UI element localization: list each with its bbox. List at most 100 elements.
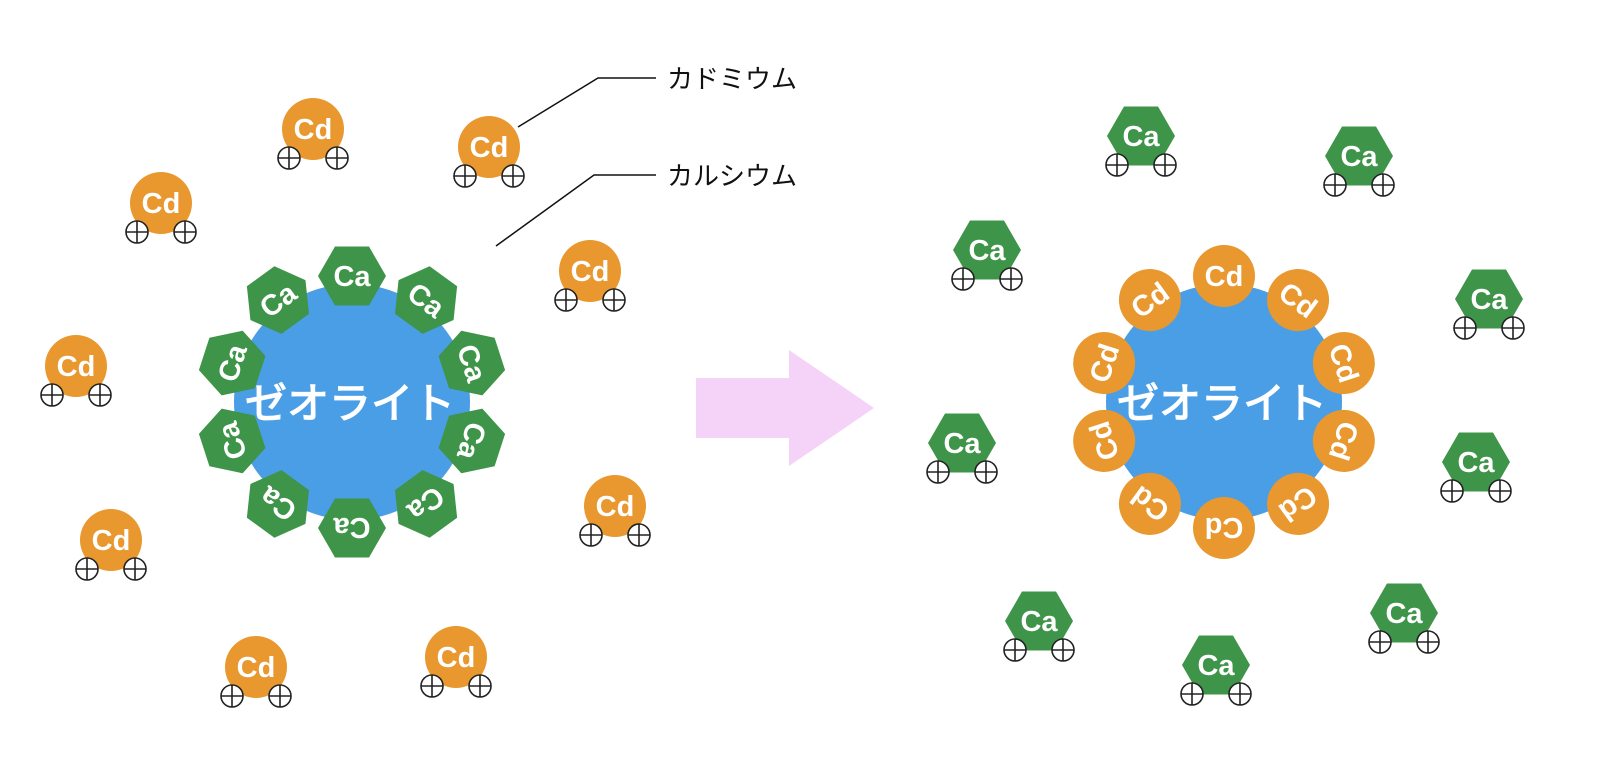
ca-symbol: Ca bbox=[1122, 121, 1160, 153]
cadmium-ion: Cd bbox=[559, 240, 621, 302]
free-calcium-ion: Ca bbox=[951, 220, 1023, 291]
bound-cadmium-ion: Cd bbox=[1312, 332, 1375, 395]
positive-charge-icon bbox=[173, 220, 197, 244]
calcium-ion: Ca bbox=[1455, 269, 1523, 329]
calcium-ion-hexagon bbox=[928, 413, 996, 473]
free-cadmium-ion: Cd bbox=[40, 335, 112, 407]
positive-charge-icon bbox=[125, 220, 149, 244]
cadmium-ion-disc bbox=[1118, 269, 1181, 332]
free-cadmium-ion: Cd bbox=[125, 172, 197, 244]
free-cadmium-ion: Cd bbox=[420, 626, 492, 698]
cadmium-ion-disc bbox=[130, 172, 192, 234]
callouts: カドミウム カルシウム bbox=[495, 65, 797, 247]
ca-symbol: Ca bbox=[1470, 284, 1508, 316]
calcium-ion-hexagon bbox=[246, 470, 309, 538]
positive-charge-icon bbox=[1323, 173, 1347, 197]
calcium-ion: Ca bbox=[928, 413, 996, 473]
cd-symbol: Cd bbox=[92, 525, 131, 557]
free-cadmium-ion: Cd bbox=[579, 475, 651, 547]
positive-charge-icon bbox=[999, 267, 1023, 291]
cd-symbol: Cd bbox=[470, 132, 509, 164]
free-calcium-ion: Ca bbox=[1440, 432, 1512, 503]
positive-charge-icon bbox=[88, 383, 112, 407]
positive-charge-icon bbox=[1488, 479, 1512, 503]
free-cadmium-ion: Cd bbox=[220, 636, 292, 708]
positive-charge-icon bbox=[501, 164, 525, 188]
free-calcium-ion: Ca bbox=[1368, 583, 1440, 654]
ca-symbol: Ca bbox=[1457, 447, 1495, 479]
calcium-ion: Ca bbox=[1107, 106, 1175, 166]
cd-symbol: Cd bbox=[437, 642, 476, 674]
calcium-ion: Ca bbox=[1005, 591, 1073, 651]
positive-charge-icon bbox=[554, 288, 578, 312]
free-calcium-ion: Ca bbox=[1453, 269, 1525, 340]
cadmium-ion: Cd bbox=[130, 172, 192, 234]
bound-cadmium-ion: Cd bbox=[1193, 245, 1255, 307]
bound-calcium-ion: Ca bbox=[318, 246, 386, 306]
bound-cadmium-ion: Cd bbox=[1118, 269, 1181, 332]
cadmium-ion-disc bbox=[1267, 472, 1330, 535]
cadmium-ion-disc bbox=[1267, 269, 1330, 332]
cadmium-ion-disc bbox=[80, 509, 142, 571]
ca-symbol: Ca bbox=[1197, 650, 1235, 682]
bound-cadmium-ion: Cd bbox=[1073, 409, 1136, 472]
calcium-ion-hexagon bbox=[395, 470, 458, 538]
positive-charge-icon bbox=[1368, 630, 1392, 654]
bound-cadmium-ion: Cd bbox=[1118, 472, 1181, 535]
cadmium-ion: Cd bbox=[225, 636, 287, 698]
positive-charge-icon bbox=[40, 383, 64, 407]
positive-charge-icon bbox=[220, 684, 244, 708]
bound-cadmium-ion: Cd bbox=[1312, 409, 1375, 472]
cadmium-ion-disc bbox=[1193, 497, 1255, 559]
cd-symbol: Cd bbox=[1205, 511, 1244, 543]
cadmium-ion-disc bbox=[425, 626, 487, 688]
calcium-ion-hexagon bbox=[198, 330, 266, 396]
positive-charge-icon bbox=[1180, 682, 1204, 706]
positive-charge-icon bbox=[325, 146, 349, 170]
cd-symbol: Cd bbox=[237, 652, 276, 684]
bound-cadmium-ion: Cd bbox=[1267, 269, 1330, 332]
left-zeolite-label: ゼオライト bbox=[245, 379, 455, 428]
free-cadmium-ion: Cd bbox=[554, 240, 626, 312]
bound-calcium-ion: Ca bbox=[198, 330, 266, 396]
cadmium-ion: Cd bbox=[45, 335, 107, 397]
ca-symbol: Ca bbox=[1340, 141, 1378, 173]
cadmium-ion: Cd bbox=[282, 98, 344, 160]
bound-calcium-ion: Ca bbox=[318, 498, 386, 558]
positive-charge-icon bbox=[1003, 638, 1027, 662]
ca-symbol: Ca bbox=[943, 428, 981, 460]
calcium-ion-hexagon bbox=[1005, 591, 1073, 651]
bound-calcium-ion: Ca bbox=[395, 266, 458, 334]
free-cadmium-ion: Cd bbox=[277, 98, 349, 170]
positive-charge-icon bbox=[468, 674, 492, 698]
cadmium-ion-disc bbox=[225, 636, 287, 698]
cadmium-ion-disc bbox=[584, 475, 646, 537]
positive-charge-icon bbox=[951, 267, 975, 291]
positive-charge-icon bbox=[602, 288, 626, 312]
cadmium-ion-disc bbox=[1312, 409, 1375, 472]
positive-charge-icon bbox=[1153, 153, 1177, 177]
cd-symbol: Cd bbox=[294, 114, 333, 146]
cd-symbol: Cd bbox=[571, 256, 610, 288]
calcium-ion: Ca bbox=[1182, 635, 1250, 695]
positive-charge-icon bbox=[974, 460, 998, 484]
free-calcium-ion: Ca bbox=[1323, 126, 1395, 197]
bound-cadmium-ion: Cd bbox=[1267, 472, 1330, 535]
calcium-ion-hexagon bbox=[1442, 432, 1510, 492]
cd-symbol: Cd bbox=[57, 351, 96, 383]
positive-charge-icon bbox=[453, 164, 477, 188]
calcium-ion-hexagon bbox=[1182, 635, 1250, 695]
positive-charge-icon bbox=[579, 523, 603, 547]
calcium-ion: Ca bbox=[1325, 126, 1393, 186]
calcium-ion-hexagon bbox=[1370, 583, 1438, 643]
cadmium-ion-disc bbox=[282, 98, 344, 160]
positive-charge-icon bbox=[277, 146, 301, 170]
bound-calcium-ion: Ca bbox=[246, 470, 309, 538]
calcium-ion-hexagon bbox=[318, 246, 386, 306]
cadmium-ion-disc bbox=[559, 240, 621, 302]
calcium-ion-hexagon bbox=[438, 330, 506, 396]
left-zeolite-core bbox=[234, 284, 470, 520]
